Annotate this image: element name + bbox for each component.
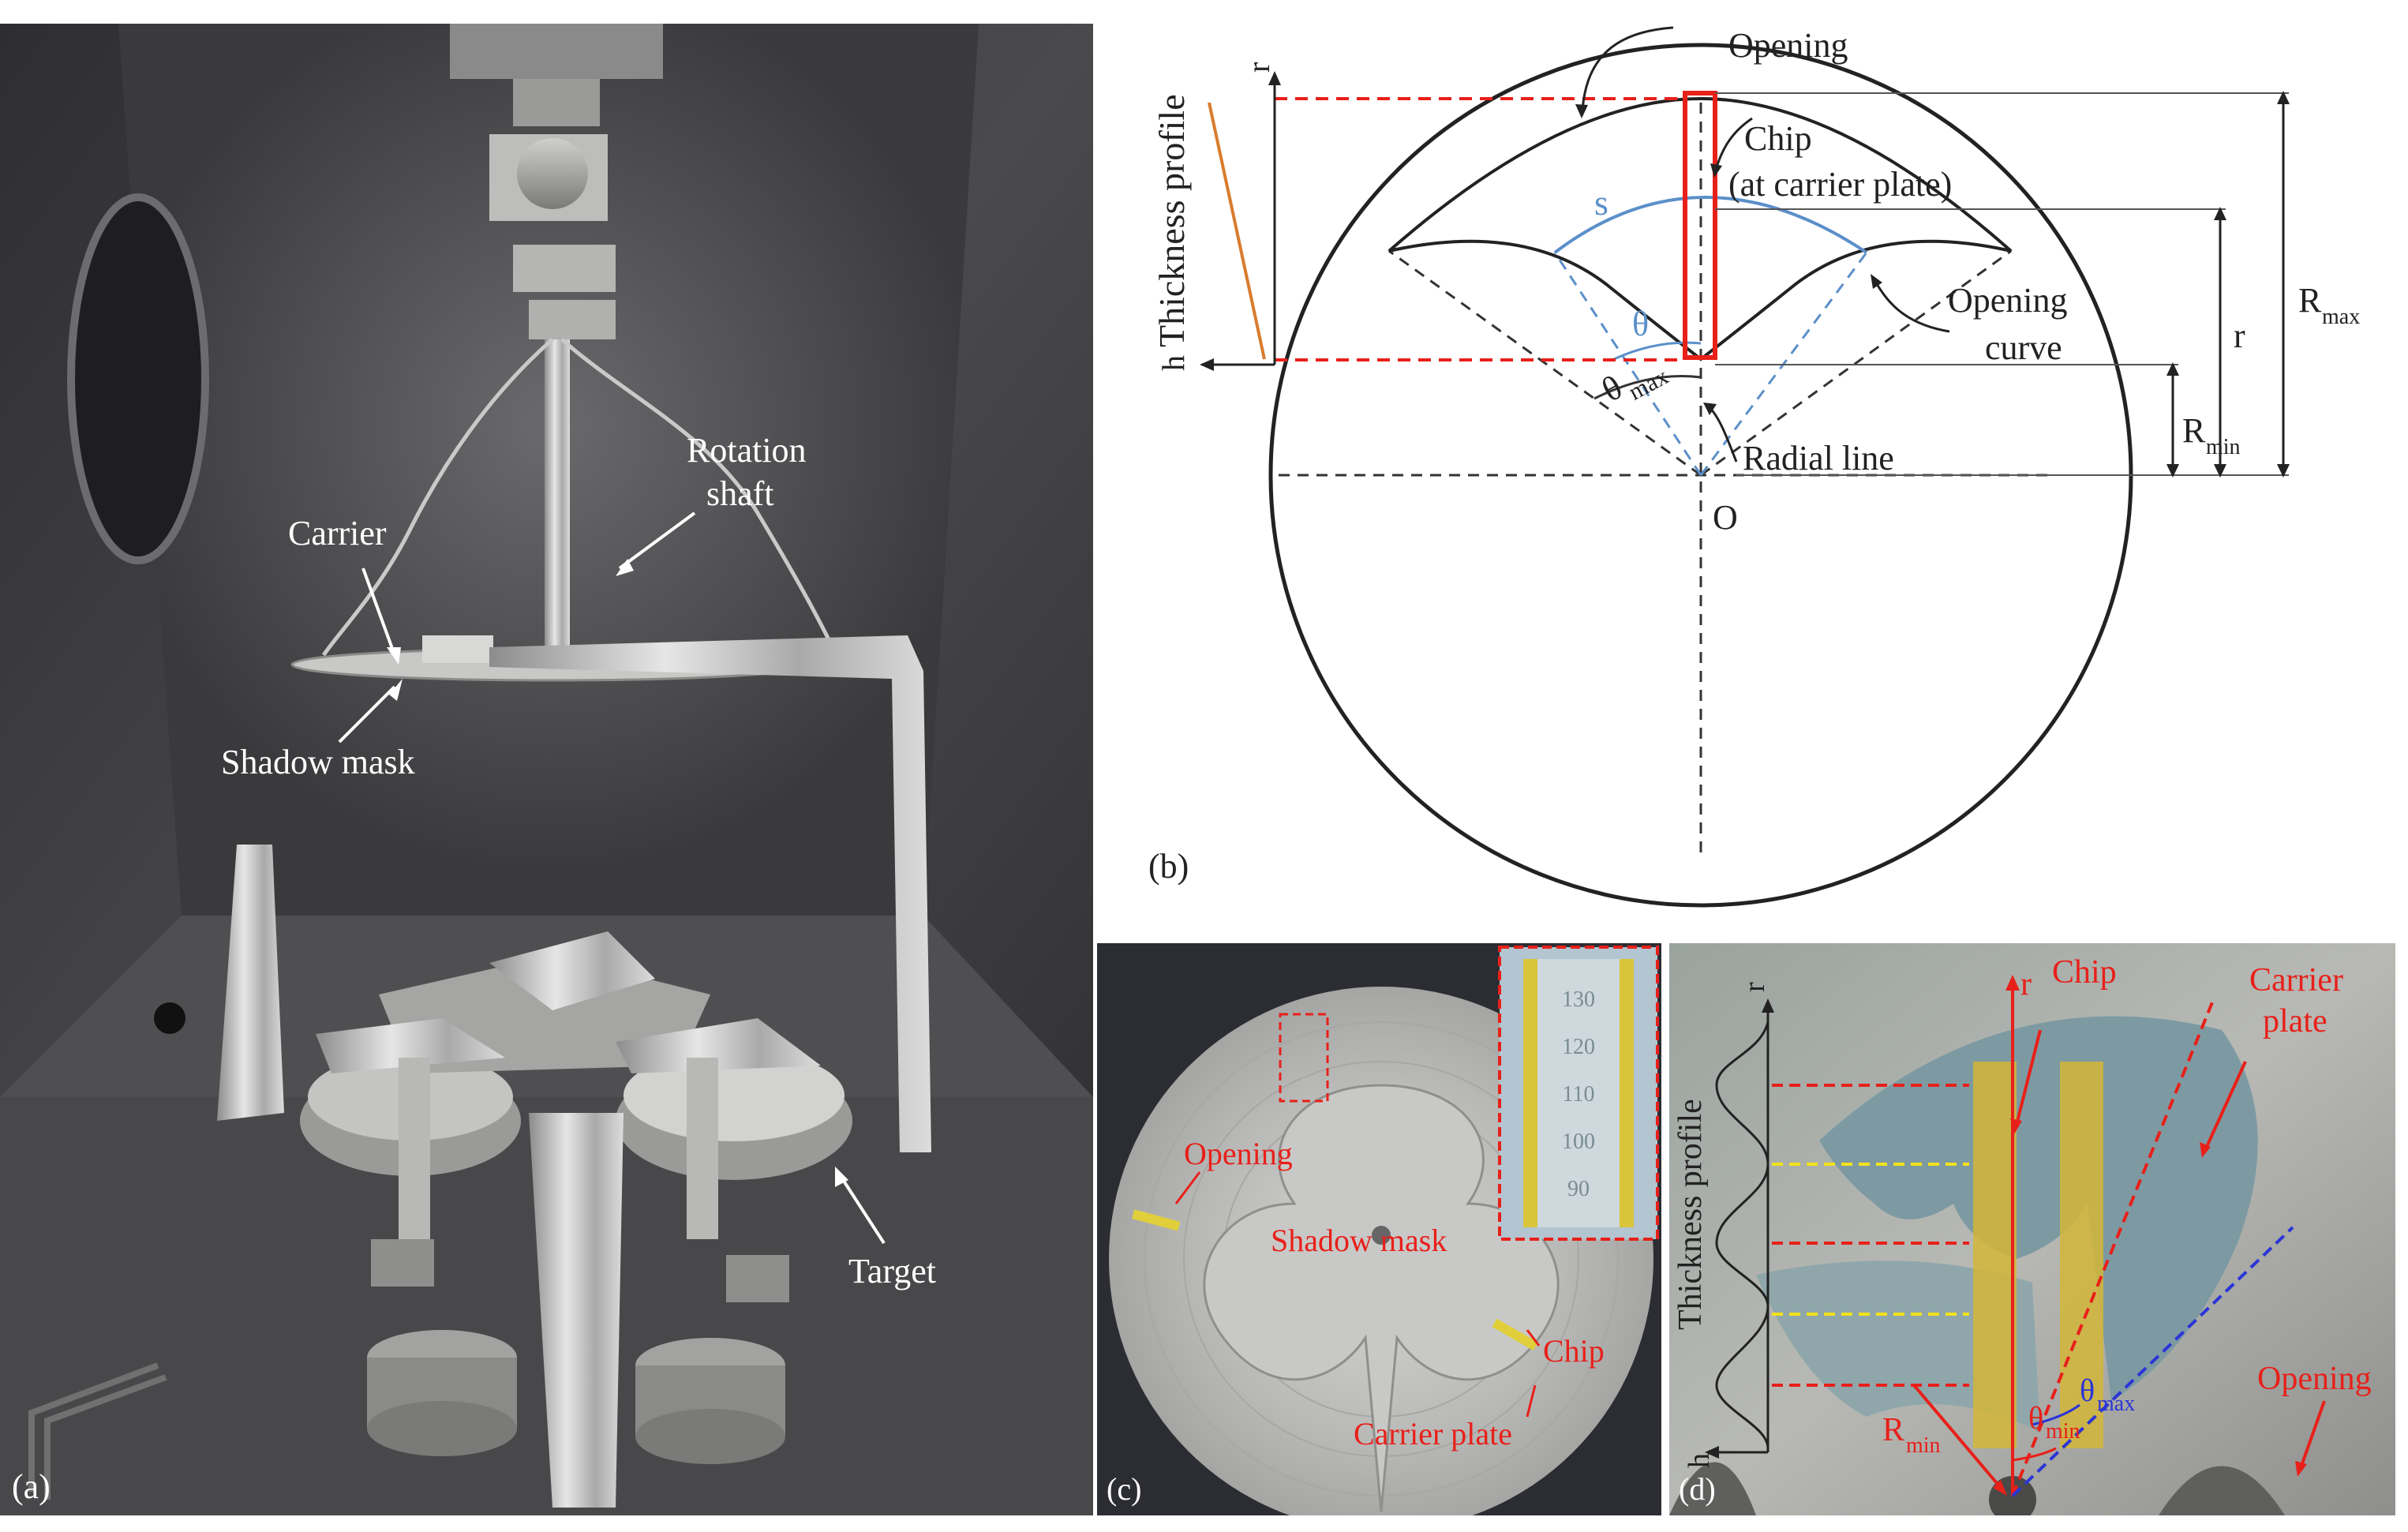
svg-text:R: R: [2298, 281, 2322, 320]
arc-s: [1553, 196, 1868, 254]
zoom-region-box: [1279, 1013, 1329, 1103]
inset-tick-120: 120: [1562, 1035, 1595, 1059]
label-thickness-profile: Thickness profile: [1152, 94, 1192, 347]
r-dimension: [2214, 207, 2226, 478]
label-carrier-plate-1: Carrier: [2249, 962, 2343, 998]
label-chip-carrier: (at carrier plate): [1728, 165, 1952, 204]
rotation-shaft-annotation: Rotation shaft: [616, 431, 807, 576]
rotation-shaft-label-line2: shaft: [706, 474, 774, 513]
chip-rectangle: [1683, 91, 1717, 360]
label-rmin: R min: [1882, 1412, 1941, 1458]
label-r: r: [2234, 317, 2245, 355]
panel-b-geometry-diagram: Opening Chip (at carrier plate) s θ θ ma…: [1105, 0, 2408, 920]
opening-curve-shape: [1388, 96, 2013, 361]
panel-b-letter: (b): [1148, 847, 1189, 886]
label-r-axis: r: [1241, 62, 1276, 73]
label-chip: Chip: [2052, 954, 2117, 991]
label-shadow-mask: Shadow mask: [1271, 1223, 1447, 1258]
svg-text:min: min: [1906, 1433, 1941, 1458]
scale-inset: 130 120 110 100 90: [1498, 946, 1659, 1241]
rotation-shaft-label-line1: Rotation: [687, 431, 807, 470]
label-h-axis: h: [1155, 355, 1191, 371]
svg-text:R: R: [1882, 1412, 1904, 1448]
label-origin: O: [1713, 498, 1738, 537]
svg-text:max: max: [2097, 1392, 2135, 1416]
inset-tick-100: 100: [1562, 1129, 1595, 1154]
label-opening: Opening: [1184, 1136, 1293, 1171]
label-rmin: R min: [2182, 411, 2241, 459]
svg-text:min: min: [2206, 435, 2241, 459]
label-carrier-plate-2: plate: [2263, 1003, 2327, 1039]
label-opening: Opening: [2257, 1361, 2372, 1397]
label-s: s: [1594, 182, 1608, 223]
label-thickness-profile: Thickness profile: [1672, 1099, 1709, 1330]
label-h-axis: h: [1683, 1453, 1716, 1468]
panel-d-letter: (d): [1679, 1471, 1716, 1507]
shadow-mask-label: Shadow mask: [221, 743, 415, 781]
chip-strip-left: [1973, 1062, 2017, 1448]
label-carrier-plate: Carrier plate: [1354, 1416, 1512, 1451]
rmin-dimension: [2166, 362, 2179, 478]
thickness-profile-line: [1208, 102, 1266, 360]
target-label: Target: [848, 1252, 936, 1290]
carrier-plate-shape: [1203, 1084, 1560, 1512]
label-theta-max: θ max: [2080, 1373, 2135, 1416]
label-radial-line: Radial line: [1743, 439, 1894, 478]
panel-b-svg: Opening Chip (at carrier plate) s θ θ ma…: [1148, 26, 2360, 908]
svg-text:θ: θ: [2028, 1400, 2043, 1436]
label-theta-max: θ max: [1596, 363, 1673, 410]
inset-tick-90: 90: [1567, 1177, 1590, 1201]
svg-text:R: R: [2182, 411, 2206, 450]
label-chip: Chip: [1744, 119, 1812, 158]
thickness-profile-curve: [1715, 1021, 1769, 1449]
svg-text:θ: θ: [2080, 1373, 2095, 1408]
label-opening-top: Opening: [1728, 26, 1848, 65]
panel-d-svg: Thickness profile r h r Chip Carrier pla…: [1669, 943, 2395, 1515]
label-opening-curve-1: Opening: [1948, 281, 2068, 320]
panel-a-letter: (a): [12, 1467, 51, 1506]
label-rmax: R max: [2298, 281, 2360, 329]
label-r: r: [2020, 966, 2032, 1002]
panel-c-shadow-mask-photo: 130 120 110 100 90 Opening Shadow mask C…: [1097, 943, 1661, 1515]
carrier-annotation: Carrier: [288, 514, 401, 665]
inset-tick-130: 130: [1562, 987, 1595, 1012]
svg-text:max: max: [1624, 363, 1672, 405]
panel-c-letter: (c): [1107, 1471, 1141, 1507]
rmax-dimension: [2277, 91, 2290, 478]
shadow-mask-annotation: Shadow mask: [221, 679, 415, 781]
chip-strip-right: [2060, 1062, 2103, 1448]
panel-d-chip-measurement-photo: Thickness profile r h r Chip Carrier pla…: [1669, 943, 2395, 1515]
label-opening-curve-2: curve: [1985, 328, 2062, 367]
label-theta-min: θ min: [2028, 1400, 2080, 1444]
svg-text:min: min: [2046, 1419, 2080, 1444]
panel-a-svg: Rotation shaft Carrier Shadow mask Targe…: [0, 24, 1093, 1515]
panel-c-svg: 130 120 110 100 90 Opening Shadow mask C…: [1097, 943, 1661, 1515]
inset-tick-110: 110: [1563, 1082, 1595, 1107]
label-theta: θ: [1632, 305, 1649, 343]
label-r-axis: r: [1738, 982, 1771, 992]
label-chip: Chip: [1543, 1333, 1605, 1369]
panel-a-chamber-photo: Rotation shaft Carrier Shadow mask Targe…: [0, 24, 1093, 1515]
svg-text:max: max: [2322, 305, 2360, 329]
target-annotation: Target: [835, 1167, 936, 1290]
carrier-label: Carrier: [288, 514, 387, 552]
